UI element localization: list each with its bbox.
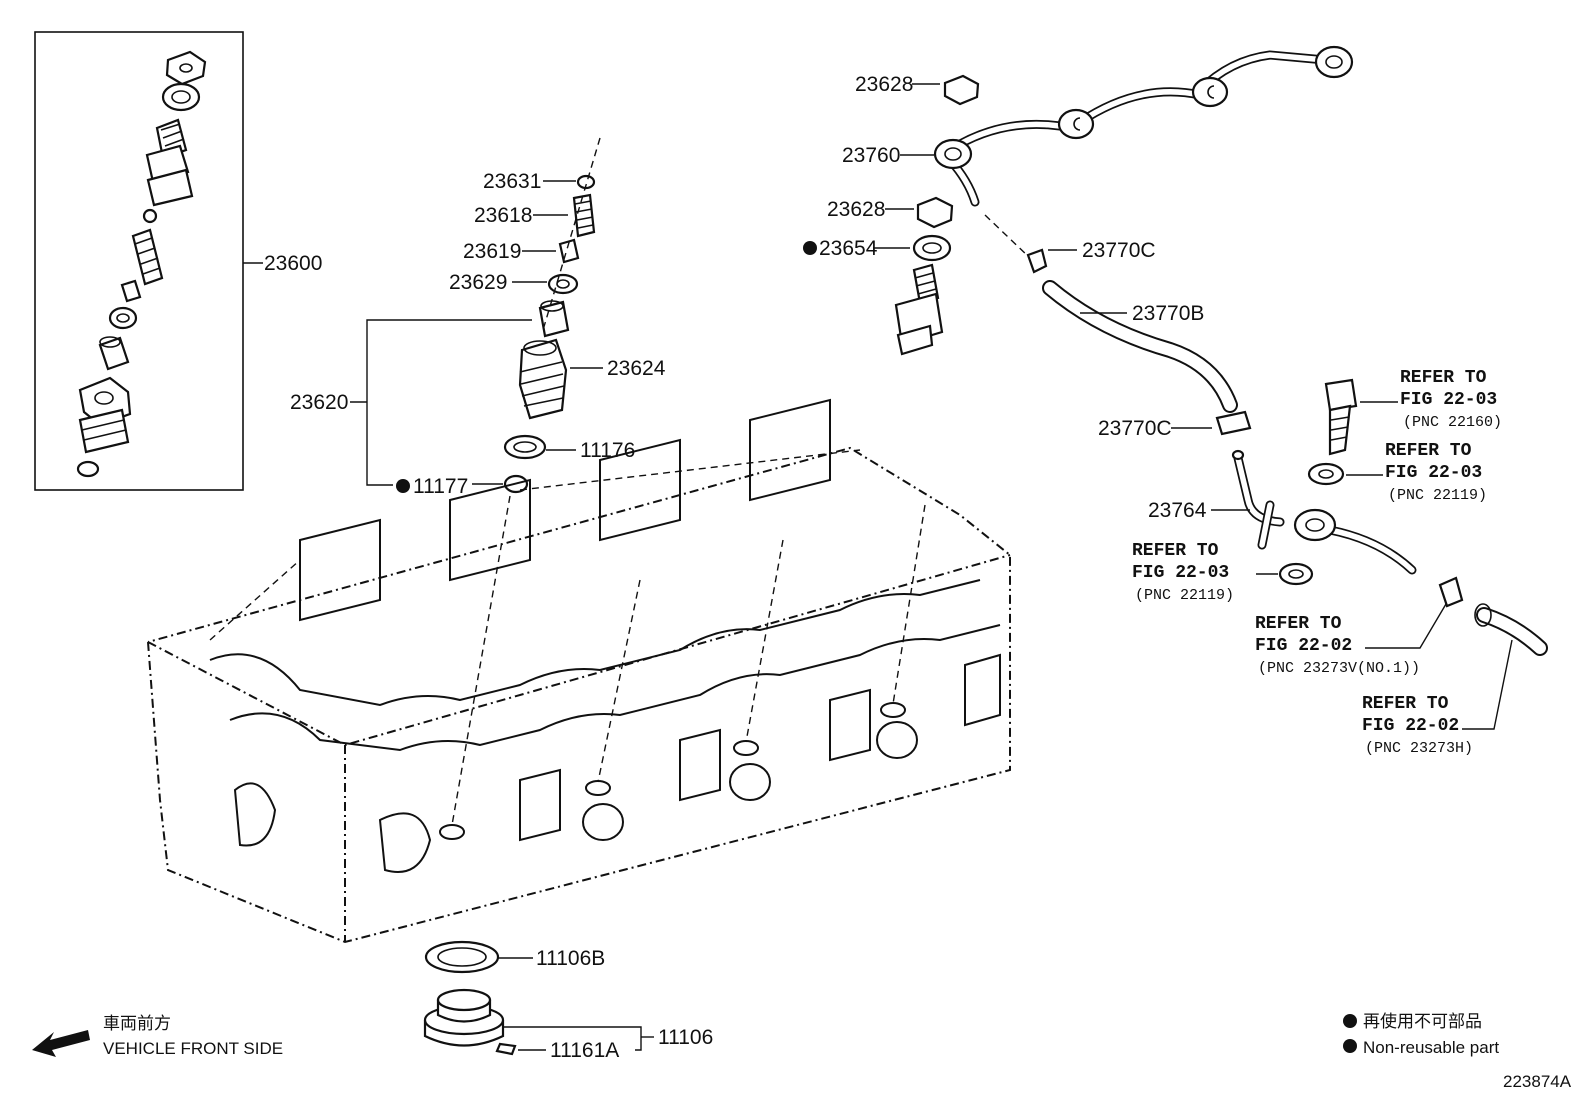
callout-23764: 23764 [1148,499,1207,522]
ref-22160-line2: FIG 22-03 [1400,390,1497,410]
nozzle-exploded-parts: 23631 23618 23619 23629 23624 23620 1117… [290,170,666,498]
legend-jp: 再使用不可部品 [1363,1011,1482,1032]
fuel-pipe-23764-group: 23764 REFER TO FIG 22-03 (PNC 22160) REF… [1132,368,1548,757]
callout-11177: 11177 [413,475,468,498]
callout-23624: 23624 [607,357,666,380]
ref-23273v-line1: REFER TO [1255,614,1342,634]
nozzle-assembly-23600: 23600 [34,31,322,491]
ref-23273v-line3: (PNC 23273V(NO.1)) [1258,660,1420,677]
callout-23628-mid: 23628 [827,198,885,221]
ref-23273h-line3: (PNC 23273H) [1365,740,1473,757]
ref-22119-b-line2: FIG 22-03 [1132,563,1229,583]
ref-23273h-line1: REFER TO [1362,694,1449,714]
legend-dot-icon [1343,1014,1357,1028]
callout-11106: 11106 [658,1026,713,1049]
ref-23273h-line2: FIG 22-02 [1362,716,1459,736]
ref-22119-a-line3: (PNC 22119) [1388,487,1487,504]
non-reusable-dot-23654 [803,241,817,255]
ref-22119-b-line3: (PNC 22119) [1135,587,1234,604]
callout-23770c-bottom: 23770C [1098,417,1172,440]
callout-23631: 23631 [483,170,541,193]
ref-22160-line1: REFER TO [1400,368,1487,388]
callout-23620: 23620 [290,391,348,414]
ref-22160-line3: (PNC 22160) [1403,414,1502,431]
callout-23619: 23619 [463,240,521,263]
legend-dot-icon [1343,1039,1357,1053]
ref-23273v-line2: FIG 22-02 [1255,636,1352,656]
callout-23770c-top: 23770C [1082,239,1156,262]
ref-22119-a-line1: REFER TO [1385,441,1472,461]
callout-23629: 23629 [449,271,507,294]
legend-en: Non-reusable part [1363,1038,1499,1057]
callout-11161a: 11161A [550,1039,619,1062]
callout-23654: 23654 [819,237,878,260]
ref-22119-a-line2: FIG 22-03 [1385,463,1482,483]
non-reusable-dot-11177 [396,479,410,493]
plug-seals: 11106B 11161A 11106 [423,940,713,1062]
callout-23770b: 23770B [1132,302,1204,325]
figure-id: 223874A [1503,1072,1572,1091]
leakage-pipe-group: 23628 23760 23628 23654 23770 [803,45,1354,440]
direction-jp: 車両前方 [103,1014,171,1034]
callout-11106b: 11106B [536,947,605,970]
callout-11176: 11176 [580,439,635,462]
direction-en: VEHICLE FRONT SIDE [103,1039,283,1058]
vehicle-front-indicator: 車両前方 VEHICLE FRONT SIDE [32,1014,283,1058]
ref-22119-b-line1: REFER TO [1132,541,1219,561]
legend: 再使用不可部品 Non-reusable part [1343,1011,1499,1057]
callout-23760: 23760 [842,144,900,167]
callout-23628-top: 23628 [855,73,913,96]
arrow-left-icon [32,1030,90,1057]
callout-23618: 23618 [474,204,532,227]
callout-23600: 23600 [264,252,322,275]
cylinder-head [147,398,1011,944]
